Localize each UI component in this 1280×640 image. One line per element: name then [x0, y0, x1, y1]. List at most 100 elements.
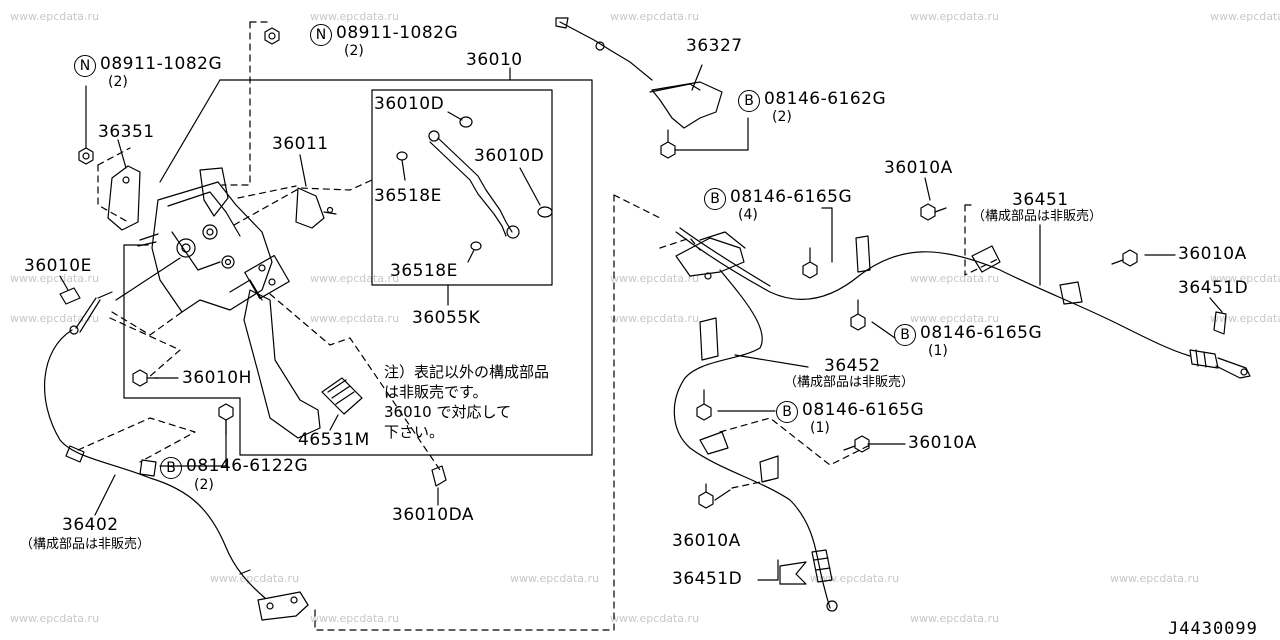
bolt-6122G-icon [218, 403, 234, 435]
clip-36010DA-shape [431, 465, 447, 487]
bolt-36010A-bottom-icon [698, 483, 714, 509]
watermark: www.epcdata.ru [910, 10, 1000, 23]
watermark: www.epcdata.ru [510, 572, 600, 585]
release-handle-36327-shape [555, 17, 723, 129]
watermark: www.epcdata.ru [310, 272, 400, 285]
front-cable-36402-shape [43, 329, 266, 599]
bolt-symbol: B [704, 188, 726, 210]
parts-availability-note: 注）表記以外の構成部品 は非販売です。 36010 で対応して 下さい。 [384, 363, 550, 441]
dashed-guides [77, 147, 1001, 489]
part-label-08146-6165G-4: 08146-6165G [730, 187, 853, 207]
part-label-36011: 36011 [272, 134, 329, 154]
bolt-36010A-top-icon [920, 203, 947, 221]
watermark: www.epcdata.ru [1210, 10, 1280, 23]
watermark: www.epcdata.ru [910, 312, 1000, 325]
clip-36451D-right-shape [1213, 311, 1227, 335]
part-label-08146-6165G-1a: 08146-6165G [920, 323, 1043, 343]
watermark: www.epcdata.ru [1210, 272, 1280, 285]
bolt-36010A-mid-icon [843, 435, 870, 453]
pedal-pad-46531M-shape [321, 377, 363, 415]
kit-36055K-box [371, 89, 553, 286]
part-label-46531M: 46531M [298, 430, 370, 450]
bolt-symbol: B [894, 324, 916, 346]
diagram-code: J4430099 [1168, 619, 1258, 639]
watermark: www.epcdata.ru [610, 312, 700, 325]
qty-label-08911-top: (2) [344, 43, 364, 59]
pedal-arm-shape [243, 289, 321, 439]
nut-08911-top-icon [264, 27, 280, 45]
bolt-6162G-icon [660, 129, 676, 159]
nut-symbol: N [310, 24, 332, 46]
watermark: www.epcdata.ru [610, 10, 700, 23]
nut-08911-left-icon [78, 147, 94, 165]
rear-cable-36452-shape [673, 269, 838, 612]
part-label-36010D-a: 36010D [374, 94, 445, 114]
part-label-36010A-bottom: 36010A [672, 531, 741, 551]
qty-label-08911-left: (2) [108, 74, 128, 90]
watermark: www.epcdata.ru [310, 10, 400, 23]
qty-label-08146-6122G: (2) [194, 477, 214, 493]
note-label-36452: （構成部品は非販売） [784, 375, 915, 390]
bolt-symbol: B [160, 457, 182, 479]
note-label-36402: （構成部品は非販売） [20, 537, 151, 552]
bolt-6165G-1b-icon [696, 389, 712, 421]
bolt-symbol: B [738, 90, 760, 112]
watermark: www.epcdata.ru [910, 272, 1000, 285]
bolt-36010A-right-icon [1111, 249, 1138, 267]
part-label-36451D-right: 36451D [1178, 278, 1249, 298]
part-label-36351: 36351 [98, 122, 155, 142]
part-label-08911-left: 08911-1082G [100, 54, 223, 74]
part-label-36402: 36402 [62, 515, 119, 535]
clip-36451D-bottom-shape [779, 561, 807, 585]
part-label-08911-top: 08911-1082G [336, 23, 459, 43]
clip-36010E-shape [59, 287, 81, 305]
watermark: www.epcdata.ru [1210, 312, 1280, 325]
qty-label-08146-6162G: (2) [772, 109, 792, 125]
part-label-36451: 36451 [1012, 190, 1069, 210]
watermark: www.epcdata.ru [10, 272, 100, 285]
part-label-36010DA: 36010DA [392, 505, 475, 525]
qty-label-08146-6165G-1a: (1) [928, 343, 948, 359]
part-label-36010A-top: 36010A [884, 158, 953, 178]
part-label-36010D-b: 36010D [474, 146, 545, 166]
watermark: www.epcdata.ru [610, 612, 700, 625]
watermark: www.epcdata.ru [210, 572, 300, 585]
part-label-36010E: 36010E [24, 256, 92, 276]
bolt-symbol: B [776, 401, 798, 423]
pedal-assembly-shape [97, 167, 321, 439]
qty-label-08146-6165G-1b: (1) [810, 420, 830, 436]
bolt-6165G-4-icon [802, 247, 818, 279]
part-label-36452: 36452 [824, 356, 881, 376]
part-label-36327: 36327 [686, 36, 743, 56]
watermark: www.epcdata.ru [310, 612, 400, 625]
part-label-08146-6122G: 08146-6122G [186, 456, 309, 476]
part-label-36518E-b: 36518E [390, 261, 458, 281]
assembly-36010-frame [123, 79, 593, 456]
part-label-36055K: 36055K [412, 308, 481, 328]
rear-cable-36451-shape [675, 227, 1251, 379]
watermark: www.epcdata.ru [310, 312, 400, 325]
qty-label-08146-6165G-4: (4) [738, 207, 758, 223]
part-label-36010A-mid: 36010A [908, 433, 977, 453]
part-label-36010: 36010 [466, 50, 523, 70]
nut-symbol: N [74, 55, 96, 77]
watermark: www.epcdata.ru [10, 10, 100, 23]
bolt-6165G-icon [850, 299, 866, 331]
watermark: www.epcdata.ru [810, 572, 900, 585]
part-label-36010H: 36010H [182, 368, 252, 388]
watermark: www.epcdata.ru [910, 612, 1000, 625]
bracket-36351-shape [107, 165, 141, 231]
part-label-08146-6162G: 08146-6162G [764, 89, 887, 109]
switch-36011-shape [295, 187, 325, 229]
part-label-08146-6165G-1b: 08146-6165G [802, 400, 925, 420]
part-label-36451D-bottom: 36451D [672, 569, 743, 589]
part-label-36010A-right: 36010A [1178, 244, 1247, 264]
part-label-36518E-a: 36518E [374, 186, 442, 206]
watermark: www.epcdata.ru [10, 312, 100, 325]
damper-kit-shape [396, 116, 553, 251]
bolt-36010H-icon [132, 369, 159, 387]
watermark: www.epcdata.ru [610, 272, 700, 285]
watermark: www.epcdata.ru [10, 612, 100, 625]
